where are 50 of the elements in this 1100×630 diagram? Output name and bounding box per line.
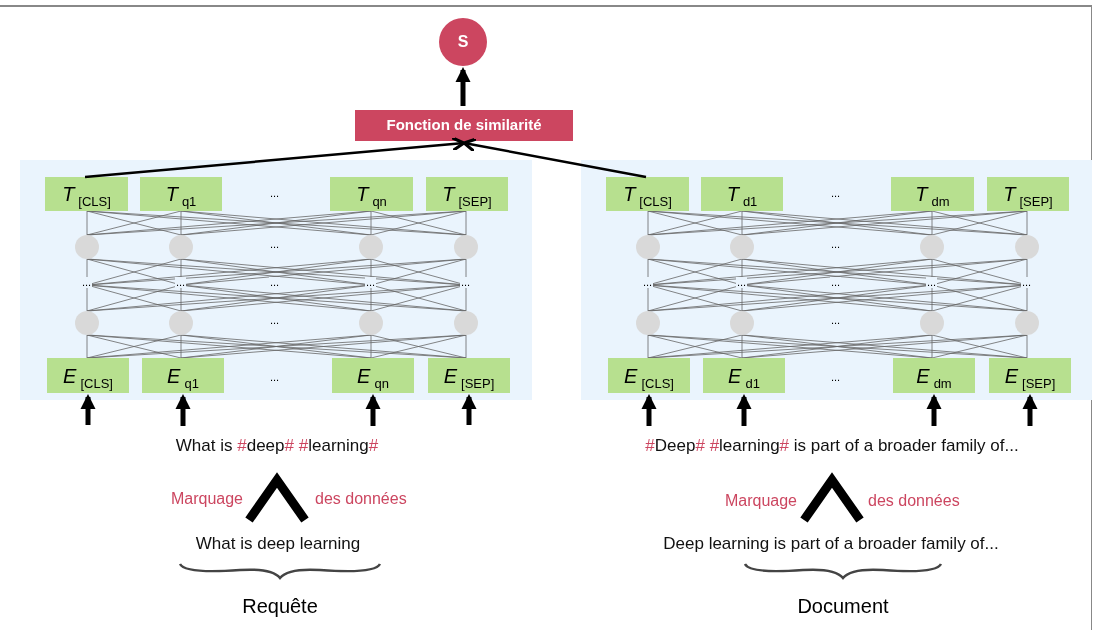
arrow — [461, 394, 477, 425]
token-box: T$_{qn}$ — [330, 177, 413, 211]
ellipsis: ... — [926, 277, 938, 288]
token-box: T$_{[SEP]}$ — [426, 177, 508, 211]
annotation-text: des données — [315, 489, 408, 509]
token-box: T$_{[CLS]}$ — [45, 177, 128, 211]
annotation-text: Marquage — [723, 491, 797, 511]
token-box: E$_{[CLS]}$ — [47, 358, 129, 393]
token-box: E$_{[SEP]}$ — [989, 358, 1071, 393]
arrow — [80, 394, 96, 425]
token-box: T$_{q1}$ — [140, 177, 222, 211]
token-box: E$_{qn}$ — [332, 358, 414, 393]
sentence: What is #deep# #learning# — [57, 430, 497, 462]
token-box: E$_{d1}$ — [703, 358, 785, 393]
sentence: Deep learning is part of a broader family of... — [596, 532, 1066, 556]
ellipsis: ... — [81, 277, 93, 288]
ellipsis: ... — [642, 277, 654, 288]
token-box: E$_{[SEP]}$ — [428, 358, 510, 393]
arrow — [736, 394, 752, 426]
sentence: What is deep learning — [118, 532, 438, 556]
token-box: E$_{dm}$ — [893, 358, 975, 393]
token-box: T$_{[SEP]}$ — [987, 177, 1069, 211]
sentence: #Deep# #learning# is part of a broader family of... — [592, 430, 1072, 462]
arrow — [1022, 394, 1038, 426]
arrow — [84, 136, 466, 179]
arrow — [926, 394, 942, 426]
encoder-panel — [20, 160, 532, 400]
ellipsis: ... — [365, 277, 377, 288]
group-label: Document — [796, 594, 890, 619]
arrow — [455, 67, 471, 106]
ellipsis: ... — [460, 277, 472, 288]
arrow — [175, 394, 191, 426]
token-box: T$_{[CLS]}$ — [606, 177, 689, 211]
group-label: Requête — [241, 594, 319, 619]
ellipsis: ... — [269, 277, 281, 288]
token-box: T$_{dm}$ — [891, 177, 974, 211]
arrow — [462, 137, 647, 179]
ellipsis: ... — [830, 277, 842, 288]
annotation-text: des données — [868, 491, 961, 511]
arrow — [365, 394, 381, 426]
token-box: E$_{[CLS]}$ — [608, 358, 690, 393]
token-box: E$_{q1}$ — [142, 358, 224, 393]
token-box: T$_{d1}$ — [701, 177, 783, 211]
annotation-text: Marquage — [169, 489, 243, 509]
ellipsis: ... — [736, 277, 748, 288]
arrow — [641, 394, 657, 426]
encoder-panel — [581, 160, 1092, 400]
function-box: Fonction de similarité — [355, 110, 573, 141]
ellipsis: ... — [1021, 277, 1033, 288]
ellipsis: ... — [175, 277, 187, 288]
